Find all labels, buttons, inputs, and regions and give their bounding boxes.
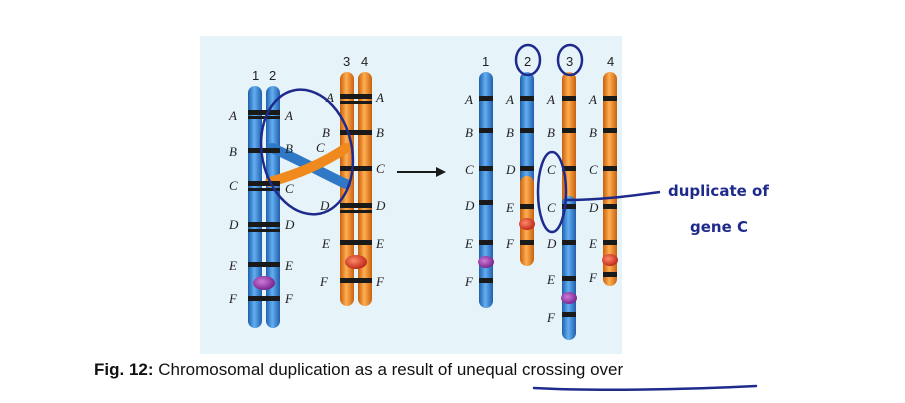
gene-label: B	[229, 144, 237, 159]
chromosome-number: 2	[269, 68, 276, 83]
caption-handwritten-underline	[532, 384, 758, 391]
gene-label: E	[588, 236, 597, 251]
gene-label: C	[376, 161, 385, 176]
centromere-left-pair	[253, 276, 275, 290]
chromosome-number: 4	[607, 54, 614, 69]
gene-label: E	[284, 258, 293, 273]
gene-label: A	[546, 92, 555, 107]
gene-label: D	[319, 198, 330, 213]
gene-label: C	[316, 140, 325, 155]
gene-label: E	[228, 258, 237, 273]
gene-label: D	[546, 236, 557, 251]
process-arrow	[397, 167, 446, 177]
duplicate-c-circle	[536, 150, 568, 234]
gene-label: F	[464, 274, 474, 289]
annotation-text: duplicate of	[668, 182, 769, 200]
gene-label: B	[322, 125, 330, 140]
caption-underlined-text: unequal crossing over	[456, 360, 624, 379]
chromosome-4-before	[358, 72, 372, 306]
gene-label: B	[506, 125, 514, 140]
gene-label: D	[228, 217, 239, 232]
chromosome-1-before	[248, 86, 262, 328]
gene-label: C	[229, 178, 238, 193]
gene-label: D	[588, 200, 599, 215]
annotation-text: gene C	[690, 218, 748, 236]
chromosome-4-after	[603, 72, 617, 286]
gene-label: F	[588, 270, 598, 285]
chromosome-3-after-top	[562, 72, 576, 212]
gene-label: E	[321, 236, 330, 251]
chromosome-3-circle	[556, 43, 584, 77]
gene-label: E	[505, 200, 514, 215]
gene-label: F	[546, 310, 556, 325]
gene-label: C	[547, 162, 556, 177]
chromosome-1-after	[479, 72, 493, 308]
gene-label: A	[588, 92, 597, 107]
chromosome-3-after-bottom	[562, 196, 576, 340]
gene-label: F	[284, 291, 294, 306]
gene-label: F	[319, 274, 329, 289]
chromosome-number: 2	[524, 54, 531, 69]
gene-label: A	[284, 108, 293, 123]
gene-label: E	[464, 236, 473, 251]
diagram-background	[200, 36, 622, 354]
bands-right-pair	[340, 94, 372, 283]
centromere-after-1	[478, 256, 494, 268]
gene-label: B	[285, 141, 293, 156]
gene-label: E	[375, 236, 384, 251]
gene-label: F	[505, 236, 515, 251]
gene-label: C	[285, 181, 294, 196]
figure-caption: Fig. 12: Chromosomal duplication as a re…	[94, 360, 814, 384]
gene-label: A	[464, 92, 473, 107]
gene-label: C	[547, 200, 556, 215]
centromere-after-2	[519, 218, 535, 230]
centromere-after-4	[602, 254, 618, 266]
chromosome-number: 4	[361, 54, 368, 69]
gene-label: B	[465, 125, 473, 140]
centromere-after-3	[561, 292, 577, 304]
gene-label: D	[464, 198, 475, 213]
gene-label: F	[375, 274, 385, 289]
gene-label: A	[228, 108, 237, 123]
crossover-highlight-circle	[259, 88, 355, 216]
bands-left-pair	[248, 110, 280, 301]
chromosome-2-before	[266, 86, 280, 328]
before-crossing-over: 1 2 3 4 A B C D E F A B C D E F A B C D …	[228, 54, 386, 328]
after-crossing-over: 1 2 3 4 A B C D E F A B D E F A B C C D …	[464, 43, 769, 340]
centromere-right-pair	[345, 255, 367, 269]
chromosome-2-circle	[514, 43, 542, 77]
gene-label: B	[589, 125, 597, 140]
gene-label: C	[589, 162, 598, 177]
gene-label: A	[325, 90, 334, 105]
chromosome-number: 1	[252, 68, 259, 83]
gene-label: D	[505, 162, 516, 177]
gene-label: C	[465, 162, 474, 177]
figure-label: Fig. 12:	[94, 360, 154, 379]
gene-label: A	[375, 90, 384, 105]
gene-label: E	[546, 272, 555, 287]
gene-label: F	[228, 291, 238, 306]
chromosome-number: 3	[566, 54, 573, 69]
crossover-strand-orange	[265, 143, 351, 187]
chromosome-number: 1	[482, 54, 489, 69]
chromosome-number: 3	[343, 54, 350, 69]
gene-label: B	[376, 125, 384, 140]
bands-after	[479, 96, 617, 317]
caption-text: Chromosomal duplication as a result of	[153, 360, 457, 379]
gene-label: B	[547, 125, 555, 140]
gene-label: A	[505, 92, 514, 107]
annotation-pointer-line	[565, 190, 661, 202]
gene-label: D	[375, 198, 386, 213]
gene-label: D	[284, 217, 295, 232]
